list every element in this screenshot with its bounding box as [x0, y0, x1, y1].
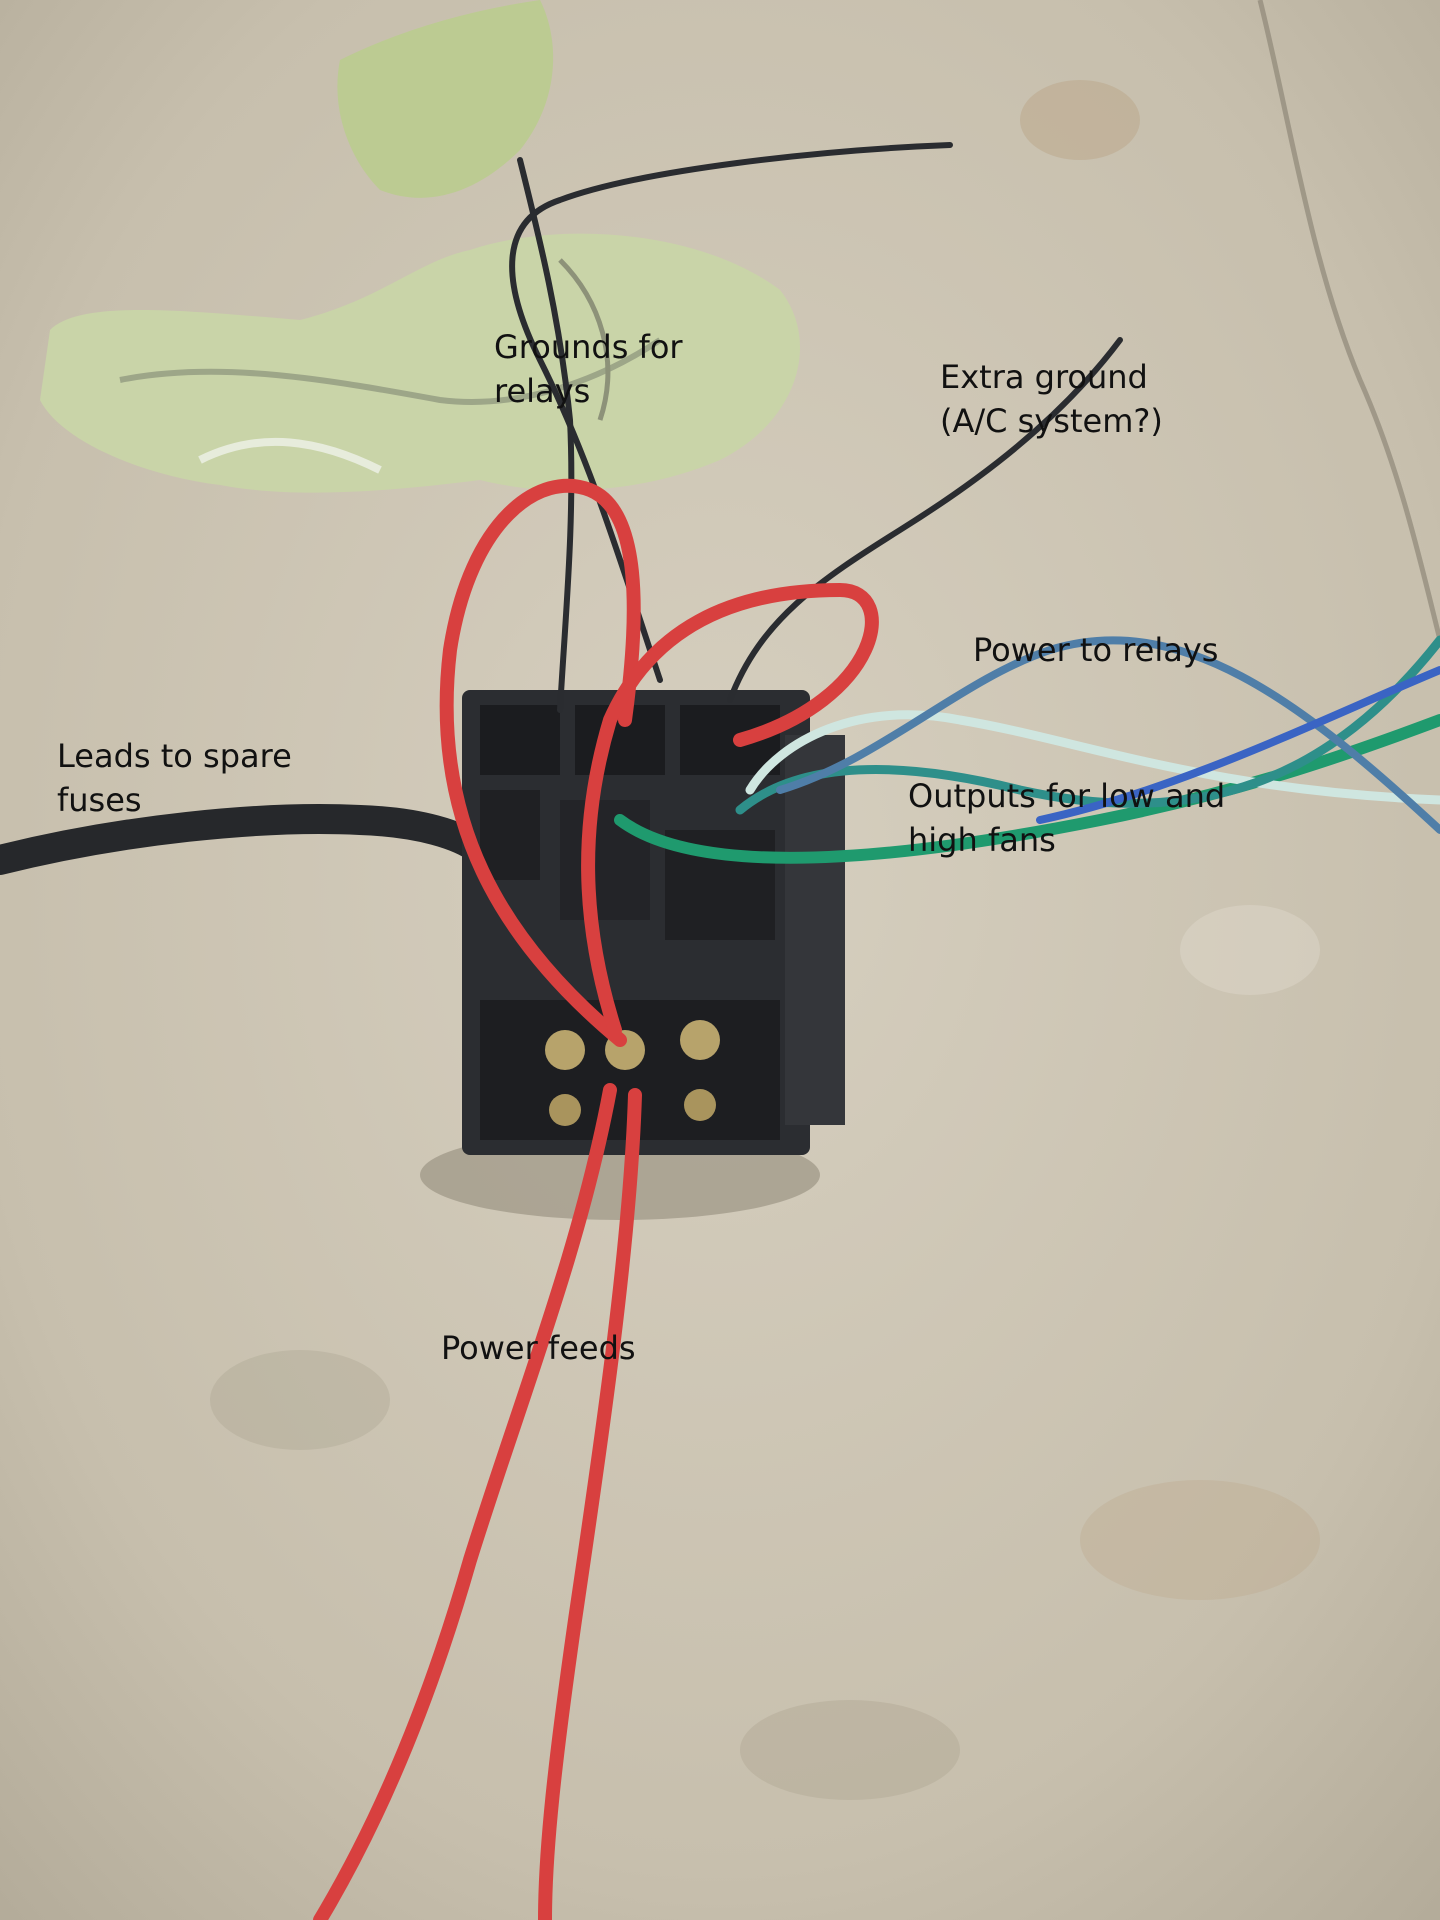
label-line: (A/C system?) — [940, 402, 1163, 440]
crumpled-paper — [40, 0, 800, 493]
label-power-feeds: Power feeds — [441, 1326, 636, 1370]
relay-power-wires — [776, 636, 1440, 834]
label-line: Leads to spare — [57, 737, 292, 775]
label-line: Extra ground — [940, 358, 1148, 396]
terminal-posts — [545, 1020, 720, 1126]
label-grounds-for-relays: Grounds for relays — [494, 325, 683, 413]
label-power-to-relays: Power to relays — [973, 628, 1218, 672]
label-line: Grounds for — [494, 328, 683, 366]
label-line: Power to relays — [973, 631, 1219, 669]
label-line: fuses — [57, 781, 142, 819]
spare-fuse-harness — [0, 804, 495, 875]
label-line: relays — [494, 372, 591, 410]
ground-wires — [509, 142, 1123, 713]
label-outputs-for-fans: Outputs for low and high fans — [908, 774, 1225, 862]
label-extra-ground: Extra ground (A/C system?) — [940, 355, 1163, 443]
red-wires — [313, 478, 879, 1920]
label-line: Outputs for low and — [908, 777, 1226, 815]
fuse-box — [462, 690, 845, 1155]
label-leads-to-spare-fuses: Leads to spare fuses — [57, 734, 292, 822]
floor-stains — [210, 80, 1320, 1800]
floor-crack — [1257, 0, 1440, 641]
label-line: Power feeds — [441, 1329, 636, 1367]
label-line: high fans — [908, 821, 1056, 859]
